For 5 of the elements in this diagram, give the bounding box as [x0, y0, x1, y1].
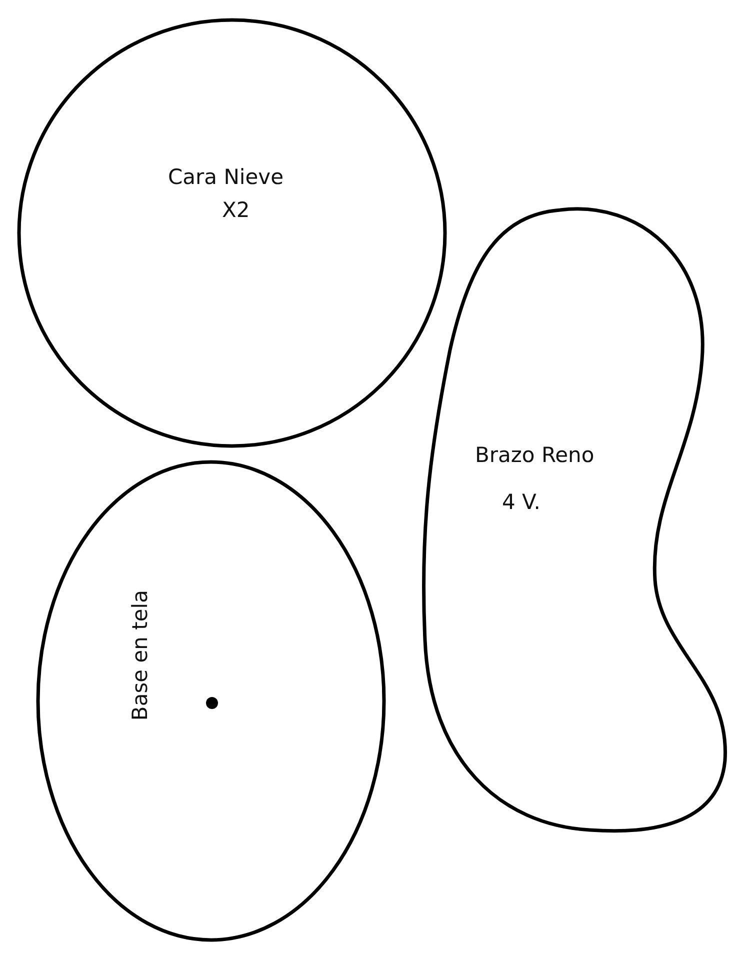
quantity-label: X2 [222, 198, 250, 222]
piece-label: Cara Nieve [168, 165, 284, 189]
quantity-label: 4 V. [502, 490, 540, 514]
piece-label: Brazo Reno [475, 443, 594, 467]
piece-label: Base en tela [128, 590, 152, 721]
